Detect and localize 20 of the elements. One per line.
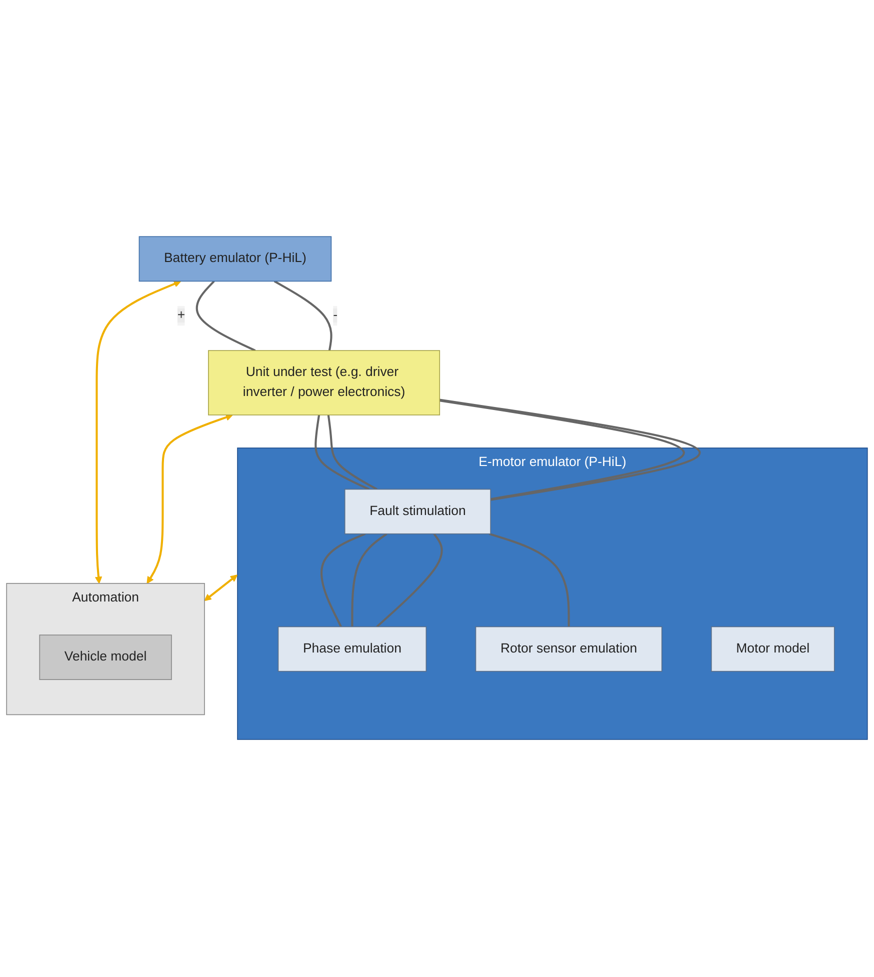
node-box: Vehicle model (39, 635, 172, 680)
connector (320, 533, 366, 628)
connector (376, 534, 443, 628)
node-box: Unit under test (e.g. driver inverter / power electronics) (208, 350, 440, 416)
arrow (204, 575, 238, 602)
connector (327, 415, 378, 491)
node-box: Motor model (710, 626, 835, 672)
node-box: Rotor sensor emulation (475, 626, 662, 672)
edge-label: + (177, 308, 186, 323)
connector (274, 280, 332, 352)
node-box: Fault stimulation (344, 489, 491, 535)
connector (488, 533, 570, 628)
connector (196, 280, 256, 352)
connector (351, 533, 388, 628)
edge-label: - (333, 308, 338, 323)
arrow (94, 280, 182, 584)
node-box: Phase emulation (278, 626, 427, 672)
node-box: Battery emulator (P-HiL) (138, 236, 332, 282)
connector (314, 415, 370, 491)
arrow (146, 414, 233, 584)
